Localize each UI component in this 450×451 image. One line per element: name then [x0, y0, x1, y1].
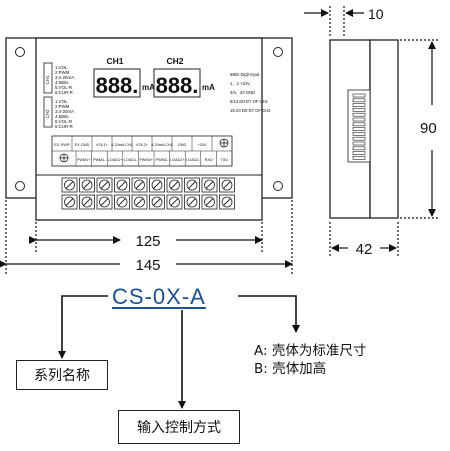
right-info-item: 15-23 D0-D7 OF CH2	[230, 108, 271, 113]
terminal-label-top: EX-PWR	[54, 143, 69, 147]
terminal-label-bottom: PWM1+	[77, 158, 91, 162]
left-mode-a-item: 6:CUR-R	[55, 90, 73, 95]
right-info-item: 3/4、20 GND	[230, 90, 255, 95]
left-mode-a-item: 4:6Bits	[55, 80, 69, 85]
series-name-label: 系列名称	[34, 368, 90, 384]
terminal-label-top: VOL2+	[136, 143, 149, 147]
ch2-label: CH2	[166, 56, 183, 66]
terminal-label-bottom: LOAD2-	[186, 158, 200, 162]
terminal-label-top: +24V	[198, 143, 207, 147]
model-connectors	[58, 295, 300, 409]
left-tag-b: CH2	[45, 109, 50, 118]
terminal-label-bottom: PWM2+	[139, 158, 153, 162]
right-info-list: 6Bits Digit Input 1、2 +24V 3/4、20 GND 5/13 …	[230, 72, 271, 113]
front-view: CH1 CH2 888. 888. mA mA CH1 CH2 1:VOL2:P…	[5, 37, 293, 221]
left-mode-b-item: 4:6Bits	[55, 114, 69, 119]
terminal-label-bottom: RXD	[205, 158, 213, 162]
housing-option-a: A: 壳体为标准尺寸	[254, 343, 367, 359]
housing-options: A: 壳体为标准尺寸 B: 壳体加高	[254, 342, 366, 378]
terminal-label-top: VOL1+	[96, 143, 109, 147]
ground-symbol	[59, 153, 69, 163]
model-series: CS	[112, 284, 145, 309]
control-mode-box: 输入控制方式	[118, 410, 240, 444]
right-info-item: 1、2 +24V	[230, 81, 250, 86]
ch1-digits: 888.	[96, 73, 139, 98]
right-info-item: 6Bits Digit Input	[230, 72, 260, 77]
side-view	[329, 39, 399, 219]
dim-90: 90	[420, 120, 437, 137]
terminal-label-top: 4-20mA CH2	[151, 143, 173, 147]
model-control: 0X	[152, 284, 182, 309]
ch2-display	[153, 68, 201, 98]
left-mode-a-item: 1:VOL	[55, 65, 68, 70]
model-sep-2: -	[181, 284, 191, 309]
terminal-label-bottom: PWM1-	[93, 158, 106, 162]
left-mode-b-item: 3:4-20mA	[55, 109, 74, 114]
dim-10: 10	[368, 6, 384, 22]
ch2-unit: mA	[202, 83, 215, 92]
dim-42: 42	[356, 241, 373, 258]
ch1-unit: mA	[142, 83, 155, 92]
left-mode-a-item: 5:VOL-R	[55, 85, 72, 90]
dimension-lines	[0, 6, 440, 275]
left-mode-a-item: 3:4-20mA	[55, 75, 74, 80]
left-mode-b-item: 5:VOL-R	[55, 119, 72, 124]
terminal-label-top: GND	[178, 143, 187, 147]
ch1-label: CH1	[106, 56, 123, 66]
screw-terminal-block	[61, 177, 235, 210]
left-mode-b-item: 6:CUR-R	[55, 124, 73, 129]
left-mode-b-item: 1:VOL	[55, 99, 68, 104]
ground-symbol-2	[219, 138, 229, 148]
left-tag-a: CH1	[45, 75, 50, 84]
terminal-label-bottom: LOAD1-	[124, 158, 138, 162]
ch2-digits: 888.	[156, 73, 199, 98]
left-mode-b-item: 2:PWM	[55, 104, 70, 109]
terminal-label-bottom: TXD	[220, 158, 228, 162]
right-info-item: 5/13 D0-D7 OF CH1	[230, 99, 269, 104]
dim-125: 125	[135, 233, 160, 250]
series-name-box: 系列名称	[16, 360, 108, 390]
model-code: CS-0X-A	[112, 284, 206, 310]
housing-option-b: B: 壳体加高	[254, 361, 327, 377]
dim-145: 145	[135, 257, 160, 274]
terminal-labels-bottom: PWM1+PWM1-LOAD1+LOAD1-PWM2+PWM2-LOAD2+LO…	[75, 151, 233, 166]
terminal-label-top: EX-GND	[75, 143, 90, 147]
control-mode-label: 输入控制方式	[137, 420, 221, 436]
terminal-label-bottom: LOAD2+	[170, 158, 185, 162]
model-sep-1: -	[144, 284, 153, 309]
terminal-label-top: 4-20mA CH1	[111, 143, 133, 147]
terminal-label-bottom: LOAD1+	[108, 158, 123, 162]
ch1-display	[93, 68, 141, 98]
terminal-label-bottom: PWM2-	[155, 158, 168, 162]
left-mode-a-item: 2:PWM	[55, 70, 70, 75]
model-housing: A	[190, 284, 206, 309]
